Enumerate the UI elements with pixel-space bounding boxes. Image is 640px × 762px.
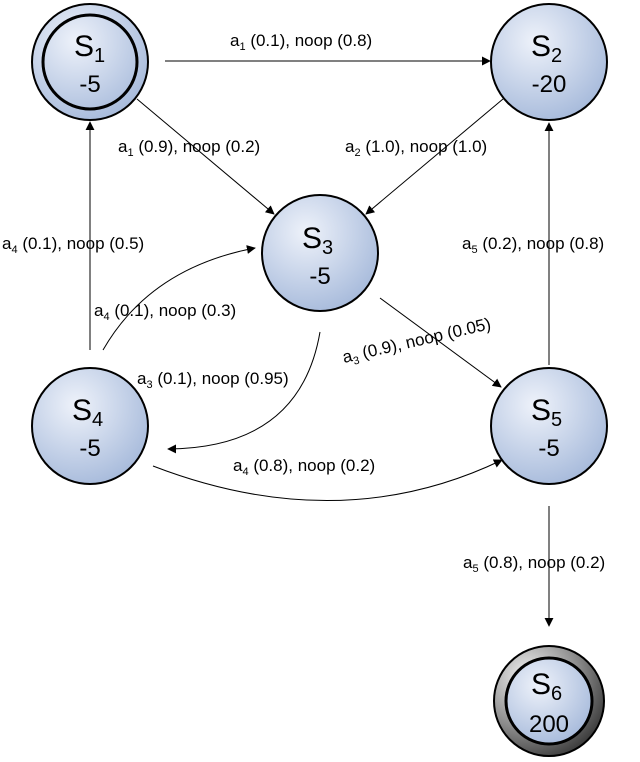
edge-s4-s5 bbox=[152, 459, 503, 501]
edge-s4-s3 bbox=[102, 245, 256, 351]
label-s1-s3: a1 (0.9), noop (0.2) bbox=[118, 137, 260, 159]
state-s1-outer-circle bbox=[31, 3, 149, 121]
label-s3-s5: a3 (0.9), noop (0.05) bbox=[341, 314, 494, 370]
state-s5: S5 -5 bbox=[490, 367, 608, 485]
state-s1-name: S1 bbox=[74, 30, 105, 67]
label-s1-s2: a1 (0.1), noop (0.8) bbox=[230, 31, 372, 53]
state-s4-circle bbox=[31, 367, 149, 485]
state-s4-reward: -5 bbox=[79, 435, 100, 462]
state-s3-name: S3 bbox=[302, 222, 333, 259]
label-s3-s4: a3 (0.1), noop (0.95) bbox=[137, 369, 289, 391]
state-s2-name: S2 bbox=[531, 30, 562, 67]
label-s4-s1: a4 (0.1), noop (0.5) bbox=[2, 234, 144, 256]
state-s3-reward: -5 bbox=[309, 263, 330, 290]
state-s6-inner-circle bbox=[504, 656, 594, 746]
state-s3: S3 -5 bbox=[261, 194, 379, 312]
label-s5-s6: a5 (0.8), noop (0.2) bbox=[463, 553, 605, 575]
state-s5-name: S5 bbox=[531, 394, 562, 431]
transitions bbox=[85, 56, 554, 627]
state-s2-circle bbox=[490, 3, 608, 121]
label-s4-s5: a4 (0.8), noop (0.2) bbox=[233, 456, 375, 478]
edge-s3-s5 bbox=[379, 297, 502, 388]
edge-s1-s3 bbox=[136, 98, 275, 215]
label-s5-s2: a5 (0.2), noop (0.8) bbox=[462, 234, 604, 256]
state-s4: S4 -5 bbox=[31, 367, 149, 485]
edge-s3-s4 bbox=[167, 331, 321, 454]
state-s1-inner-circle bbox=[41, 13, 139, 111]
state-s5-reward: -5 bbox=[538, 435, 559, 462]
state-s2: S2 -20 bbox=[490, 3, 608, 121]
state-s6: S6 200 bbox=[493, 645, 605, 757]
state-s1: S1 -5 bbox=[31, 3, 149, 121]
state-s4-name: S4 bbox=[72, 394, 103, 431]
state-s3-circle bbox=[261, 194, 379, 312]
label-s4-s3: a4 (0.1), noop (0.3) bbox=[94, 301, 236, 323]
state-s2-reward: -20 bbox=[532, 71, 567, 98]
state-s5-circle bbox=[490, 367, 608, 485]
state-s6-name: S6 bbox=[531, 668, 562, 705]
state-s6-reward: 200 bbox=[529, 711, 569, 738]
edge-s2-s3 bbox=[365, 98, 504, 215]
state-s1-reward: -5 bbox=[79, 71, 100, 98]
label-s2-s3: a2 (1.0), noop (1.0) bbox=[345, 137, 487, 159]
